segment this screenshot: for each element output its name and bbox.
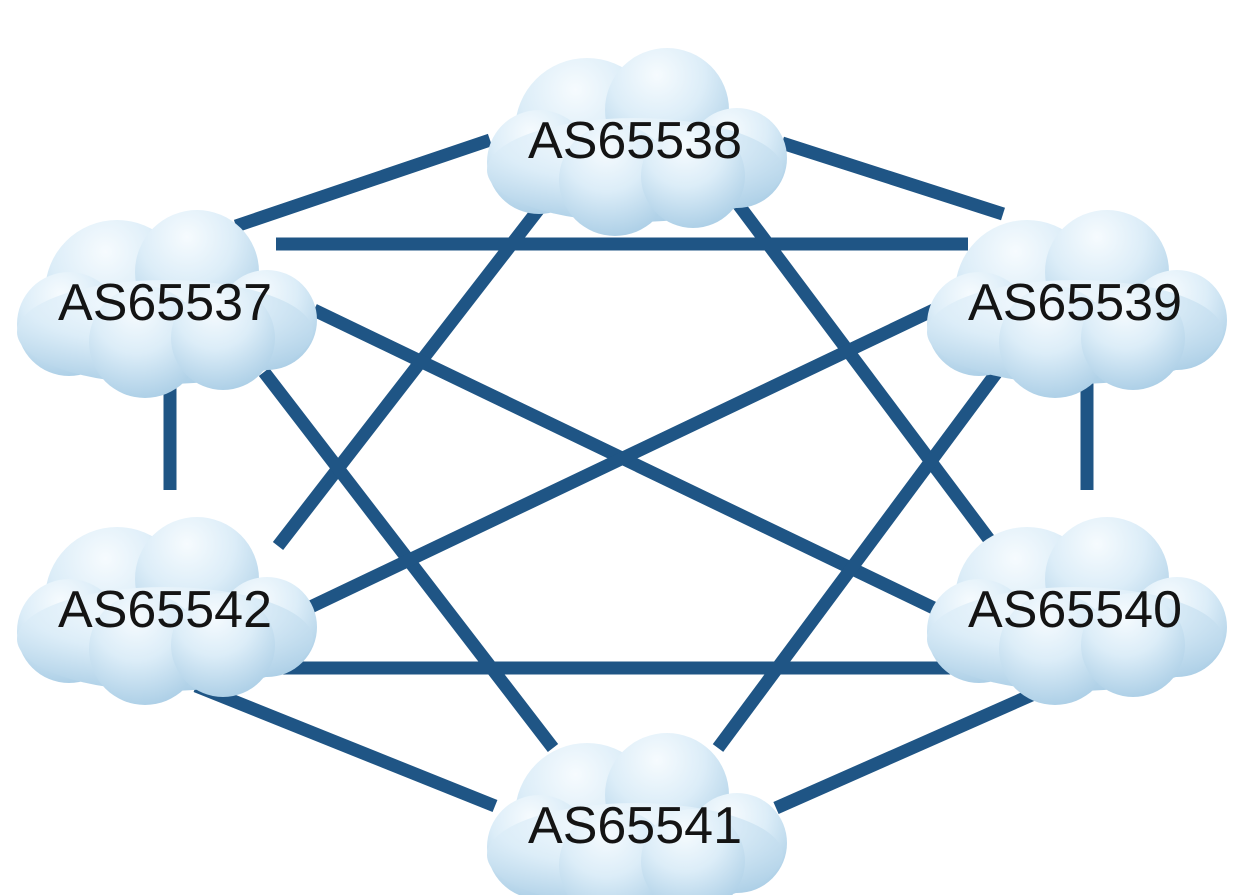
link-as65542-as65541 [193, 679, 498, 813]
link-as65539-as65542 [297, 300, 945, 618]
as-node-label: AS65542 [58, 581, 272, 639]
as-node-label: AS65540 [968, 581, 1182, 639]
link-as65538-as65542 [272, 188, 558, 550]
links-layer [163, 133, 1094, 814]
as-node-label: AS65539 [968, 274, 1182, 332]
link-as65540-as65541 [773, 680, 1055, 814]
link-as65538-as65539 [780, 136, 1005, 221]
link-as65539-as65541 [712, 364, 1006, 752]
as-node-as65540: AS65540 [927, 517, 1227, 705]
as-node-as65538: AS65538 [487, 48, 787, 236]
as-node-as65539: AS65539 [927, 210, 1227, 398]
as-node-label: AS65537 [58, 274, 272, 332]
as-node-label: AS65538 [528, 112, 742, 170]
link-as65538-as65537 [233, 133, 493, 233]
link-as65538-as65540 [726, 192, 1000, 550]
as-node-as65541: AS65541 [487, 733, 787, 895]
as-node-as65542: AS65542 [17, 517, 317, 705]
as-node-as65537: AS65537 [17, 210, 317, 398]
as-node-label: AS65541 [528, 797, 742, 855]
